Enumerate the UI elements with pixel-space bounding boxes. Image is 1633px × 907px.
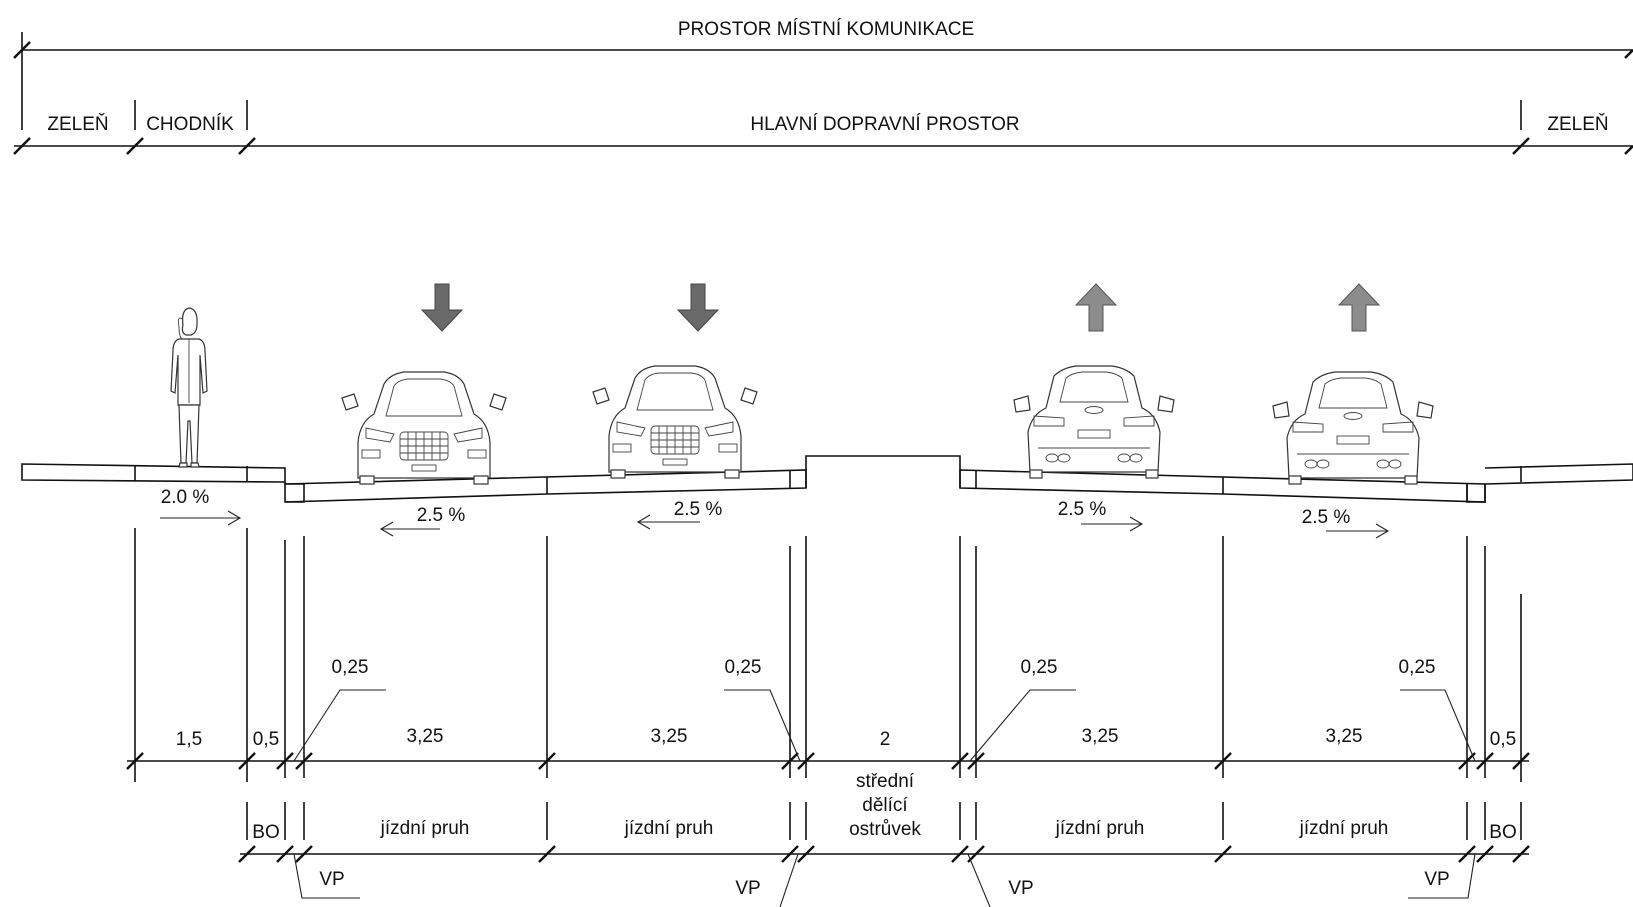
dim-lane2: 3,25 [651,726,688,747]
arrow-up-icon [1074,283,1118,332]
pedestrian-icon [170,307,208,468]
lane1-label: jízdní pruh [380,818,470,839]
slope-arrow-right-icon [1081,516,1144,532]
arrow-up-icon [1337,283,1381,332]
dim-lane4: 3,25 [1326,726,1363,747]
lower-dimension-row [238,802,1530,863]
header-dimension-lines [13,32,1633,155]
slope-arrow-right-icon [1326,523,1390,539]
slope-arrow-right-icon [160,510,242,526]
main-dimension-line [126,752,1530,770]
slope-label-sidewalk: 2.0 % [161,487,210,508]
main-traffic-space-label: HLAVNÍ DOPRAVNÍ PROSTOR [750,114,1019,135]
dim-vp-1: 0,25 [332,657,369,678]
vp-label-2: VP [735,878,760,899]
dim-bo-left: 0,5 [253,729,279,750]
space-title: PROSTOR MÍSTNÍ KOMUNIKACE [678,19,974,40]
vp-label-3: VP [1008,878,1033,899]
dim-vp-2: 0,25 [725,657,762,678]
dim-lane3: 3,25 [1082,726,1119,747]
bo-left-label: BO [252,822,279,843]
zelen-left-label: ZELEŇ [47,113,108,135]
slope-arrow-left-icon [636,514,700,530]
dim-lane1: 3,25 [407,726,444,747]
road-profile [21,455,1633,503]
vp-leaders [293,853,1476,907]
lane2-label: jízdní pruh [624,818,714,839]
dim-chodnik: 1,5 [176,729,202,750]
slope-label-lane2: 2.5 % [674,499,723,520]
slope-label-lane4: 2.5 % [1302,507,1351,528]
slope-arrow-left-icon [379,521,440,537]
chodnik-label: CHODNÍK [146,114,234,135]
lane4-label: jízdní pruh [1299,818,1389,839]
car-front-icon [592,365,758,479]
vp-label-1: VP [319,869,344,890]
dimension-reference-lines [134,528,1522,782]
zelen-right-label: ZELEŇ [1547,113,1608,135]
dim-vp-4: 0,25 [1399,657,1436,678]
slope-label-lane1: 2.5 % [417,505,466,526]
bo-right-label: BO [1489,822,1516,843]
vp-label-4: VP [1424,869,1449,890]
slope-label-lane3: 2.5 % [1058,499,1107,520]
island-label-line1: střední [856,771,915,792]
arrow-down-icon [676,283,720,332]
arrow-down-icon [420,283,464,332]
lane3-label: jízdní pruh [1055,818,1145,839]
dim-bo-right: 0,5 [1490,729,1516,750]
car-rear-icon [1272,371,1434,485]
dim-island: 2 [880,729,891,750]
car-rear-icon [1013,365,1175,479]
island-label-line2: dělící [862,795,908,816]
island-label-line3: ostrůvek [849,819,921,840]
car-front-icon [341,371,507,485]
vp-width-leaders [293,689,1476,762]
dim-vp-3: 0,25 [1021,657,1058,678]
